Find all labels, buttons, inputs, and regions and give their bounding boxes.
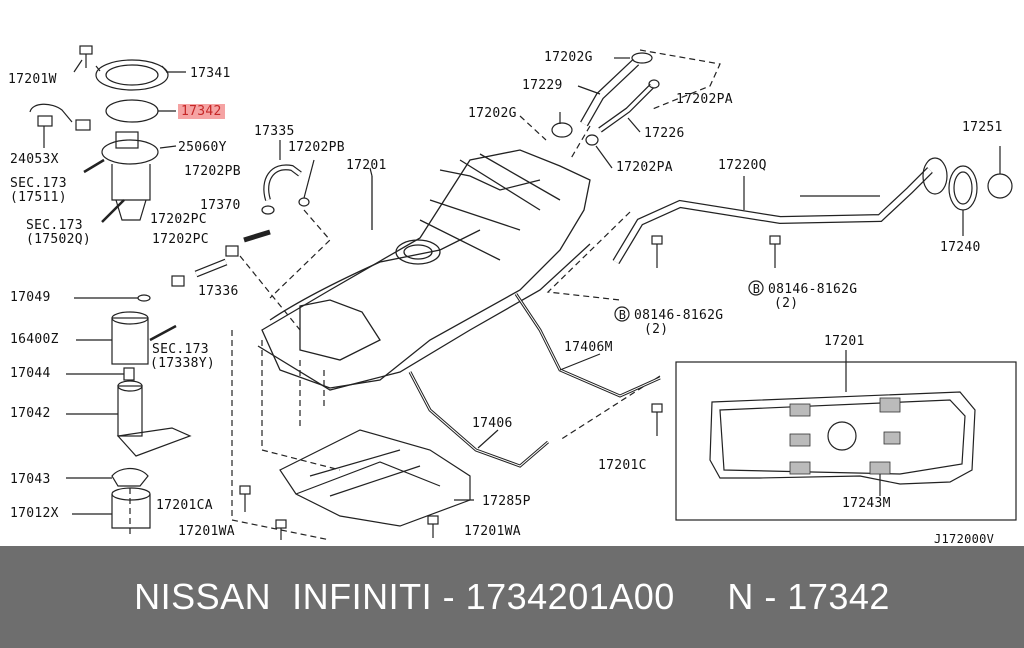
label-17202pa-a: 17202PA [676, 92, 733, 107]
label-17201w: 17201W [8, 72, 57, 87]
label-17201wa-b: 17201WA [464, 524, 521, 539]
lock-ring-17341-drawing [95, 59, 186, 91]
footer-part-number: NISSAN INFINITI - 1734201A00 [134, 576, 675, 617]
label-17406: 17406 [472, 416, 513, 431]
bolts-skid-drawing [239, 485, 439, 540]
footer-ref-number: N - 17342 [727, 576, 890, 617]
footer-title: NISSAN INFINITI - 1734201A00 N - 17342 [0, 546, 1024, 648]
diagram-code: J172000V [934, 532, 995, 546]
hose-17226-drawing [585, 79, 660, 146]
label-17243m: 17243M [842, 496, 891, 511]
label-b-marker-b: B [752, 282, 761, 296]
gasket-17342-drawing [105, 99, 176, 123]
label-17202g-b: 17202G [468, 106, 517, 121]
label-08146-8162g-a: 08146-8162G [634, 308, 724, 323]
fuel-pump-17042-drawing [66, 380, 192, 457]
bolt-17201c-drawing [651, 403, 663, 436]
label-17511: (17511) [10, 190, 67, 205]
label-qty-2-b: (2) [774, 296, 799, 311]
leader-lines [369, 57, 745, 449]
label-24053x: 24053X [10, 152, 59, 167]
clip-17044-drawing [66, 367, 135, 381]
label-17201-top: 17201 [346, 158, 387, 173]
dashed-leaders [129, 49, 721, 541]
inset-pads-drawing [789, 397, 901, 475]
label-08146-8162g-b: 08146-8162G [768, 282, 858, 297]
filler-tube-17220q-drawing [612, 146, 1013, 265]
label-17201c: 17201C [598, 458, 647, 473]
label-b-marker-a: B [618, 308, 627, 322]
label-17202pc-b: 17202PC [152, 232, 209, 247]
sender-unit-25060y-drawing [83, 131, 177, 223]
bolt-17201w-drawing [73, 45, 93, 73]
label-16400z: 16400Z [10, 332, 59, 347]
label-17342-highlighted: 17342 [178, 104, 225, 119]
bracket-17043-drawing [66, 467, 149, 487]
label-17240: 17240 [940, 240, 981, 255]
label-17044: 17044 [10, 366, 51, 381]
hose-17229-drawing [551, 52, 653, 138]
strap-17406-drawing [408, 371, 549, 468]
label-17220q: 17220Q [718, 158, 767, 173]
circle-b-marker-b [748, 280, 764, 296]
diagram-drawing [29, 45, 1017, 541]
label-17043: 17043 [10, 472, 51, 487]
label-17502q: (17502Q) [26, 232, 92, 247]
footer-banner: NISSAN INFINITI - 1734201A00 N - 17342 [0, 546, 1024, 648]
label-17202pc-a: 17202PC [150, 212, 207, 227]
label-17336: 17336 [198, 284, 239, 299]
circle-b-marker-a [614, 306, 630, 322]
inset-box-drawing [675, 350, 1017, 521]
label-17042: 17042 [10, 406, 51, 421]
label-17202pb-b: 17202PB [184, 164, 241, 179]
label-17201wa-a: 17201WA [178, 524, 235, 539]
hose-17336-drawing [171, 229, 271, 287]
harness-24053x-drawing [29, 103, 91, 148]
label-sec173-c: SEC.173 [152, 342, 209, 357]
label-17201ca: 17201CA [156, 498, 213, 513]
label-17251: 17251 [962, 120, 1003, 135]
hose-17335-drawing [261, 140, 315, 215]
label-17049: 17049 [10, 290, 51, 305]
label-17338y: (17338Y) [150, 356, 216, 371]
label-17202pa-b: 17202PA [616, 160, 673, 175]
label-17229: 17229 [522, 78, 563, 93]
label-17012x: 17012X [10, 506, 59, 521]
label-17285p: 17285P [482, 494, 531, 509]
pump-16400z-drawing [74, 294, 177, 365]
label-sec173-b: SEC.173 [26, 218, 83, 233]
label-17202pb-a: 17202PB [288, 140, 345, 155]
filter-17012x-drawing [72, 487, 151, 529]
label-17341: 17341 [190, 66, 231, 81]
parts-diagram: 17201W 17341 17342 24053X 25060Y SEC.173… [8, 45, 1017, 546]
label-17406m: 17406M [564, 340, 613, 355]
label-17202g-a: 17202G [544, 50, 593, 65]
label-qty-2-a: (2) [644, 322, 669, 337]
label-25060y: 25060Y [178, 140, 227, 155]
fuel-tank-drawing [257, 149, 591, 391]
skid-plate-17285p-drawing [279, 429, 474, 527]
label-17370: 17370 [200, 198, 241, 213]
label-17201-inset: 17201 [824, 334, 865, 349]
bolts-filler-drawing [651, 235, 781, 268]
label-17226: 17226 [644, 126, 685, 141]
label-sec173-a: SEC.173 [10, 176, 67, 191]
label-17335: 17335 [254, 124, 295, 139]
